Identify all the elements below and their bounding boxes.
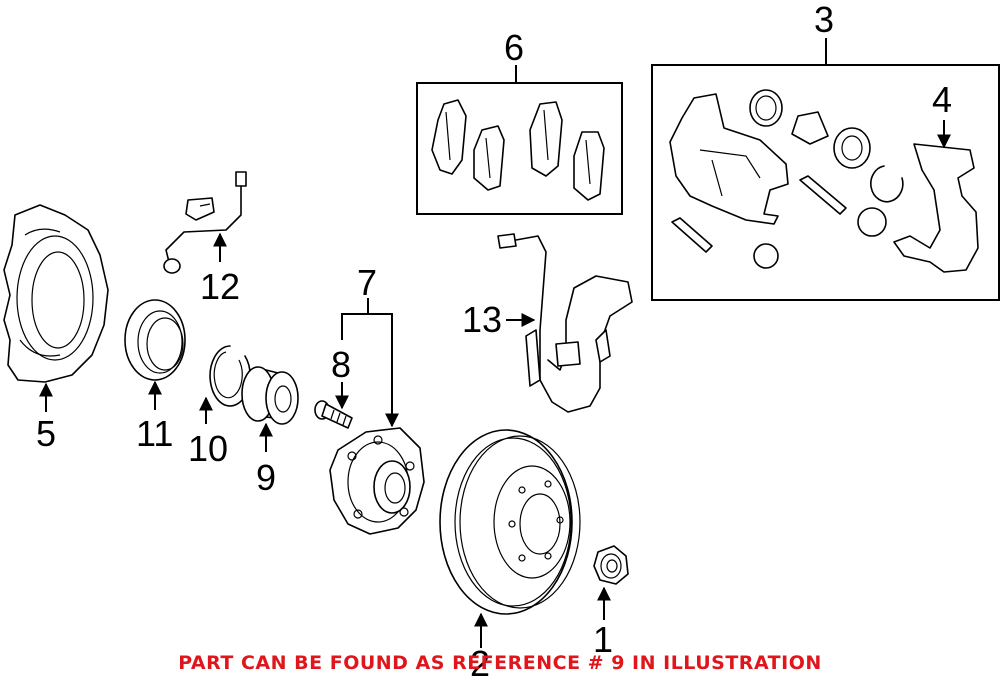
callout-3: 3 bbox=[814, 0, 834, 40]
reference-caption: PART CAN BE FOUND AS REFERENCE # 9 IN IL… bbox=[178, 652, 822, 674]
brake-hose-part bbox=[163, 171, 247, 274]
lug-nut-part bbox=[593, 545, 629, 585]
callout-9: 9 bbox=[256, 457, 276, 498]
callout-4: 4 bbox=[932, 79, 952, 120]
callout-6: 6 bbox=[504, 27, 524, 68]
caliper-part bbox=[669, 89, 904, 269]
callout-10: 10 bbox=[188, 428, 228, 469]
callout-11: 11 bbox=[136, 413, 173, 454]
caliper-bracket-part bbox=[893, 143, 979, 273]
brake-rotor-part bbox=[439, 429, 581, 615]
callout-labels: 3 4 6 12 7 8 13 5 11 10 9 1 2 bbox=[36, 0, 952, 681]
callout-1: 1 bbox=[593, 619, 613, 660]
wheel-stud-part bbox=[314, 400, 353, 429]
callout-12: 12 bbox=[200, 266, 240, 307]
callout-8: 8 bbox=[331, 344, 351, 385]
callout-13: 13 bbox=[462, 299, 502, 340]
leader-lines bbox=[39, 38, 951, 648]
callout-5: 5 bbox=[36, 413, 56, 454]
abs-sensor-part bbox=[497, 233, 633, 413]
callout-2: 2 bbox=[470, 643, 490, 681]
dust-shield-part bbox=[3, 204, 109, 383]
wheel-hub-part bbox=[329, 427, 425, 535]
wheel-bearing-part bbox=[241, 366, 299, 425]
callout-7: 7 bbox=[357, 262, 377, 303]
bearing-race-part bbox=[124, 299, 186, 381]
brake-pads-box bbox=[416, 82, 623, 215]
brake-pads-part bbox=[431, 99, 605, 201]
